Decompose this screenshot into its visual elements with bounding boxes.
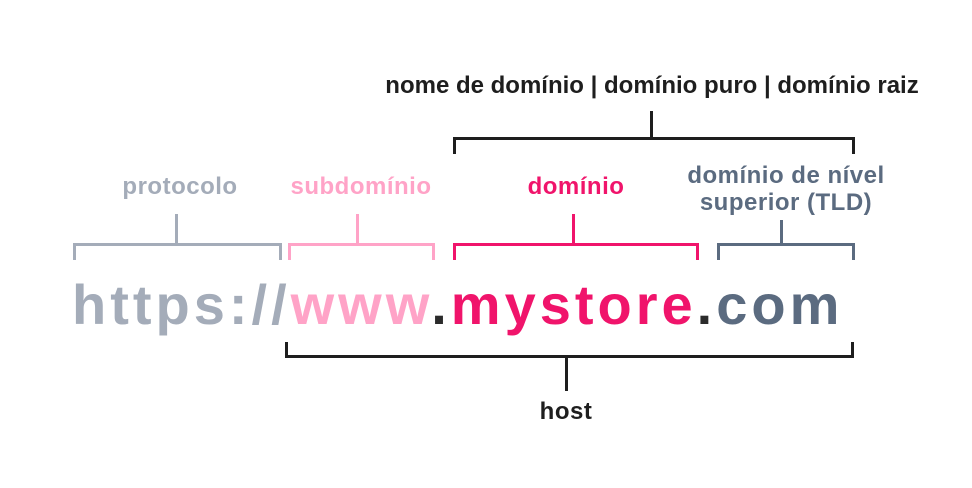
url-domain-segment: mystore — [450, 273, 697, 336]
protocol-stem-line — [175, 214, 178, 244]
host-bracket — [285, 342, 854, 358]
root-domain-bracket — [453, 137, 855, 154]
url-subdomain-segment: www — [290, 273, 432, 336]
tld-label-line1: domínio de nível — [687, 162, 885, 189]
url-text: https://www.mystore.com — [72, 277, 843, 333]
host-label: host — [539, 398, 593, 425]
host-stem-line — [565, 358, 568, 391]
tld-label: domínio de nível superior (TLD) — [687, 162, 884, 216]
tld-bracket — [717, 243, 855, 260]
subdomain-bracket — [288, 243, 435, 260]
url-separator-dot-2: . — [696, 273, 717, 336]
root-domain-label: nome de domínio | domínio puro | domínio… — [385, 72, 919, 99]
protocol-label: protocolo — [122, 173, 238, 200]
tld-label-line2: superior (TLD) — [699, 189, 873, 216]
root-domain-stem-line — [650, 111, 653, 138]
url-tld-segment: com — [716, 273, 844, 336]
tld-stem-line — [780, 220, 783, 244]
domain-stem-line — [572, 214, 575, 244]
url-separator-dot-1: . — [431, 273, 451, 336]
subdomain-label: subdomínio — [290, 173, 432, 200]
domain-label: domínio — [527, 173, 625, 200]
domain-bracket — [453, 243, 699, 260]
subdomain-stem-line — [356, 214, 359, 244]
protocol-bracket — [73, 243, 282, 260]
url-protocol-segment: https:// — [72, 273, 291, 336]
